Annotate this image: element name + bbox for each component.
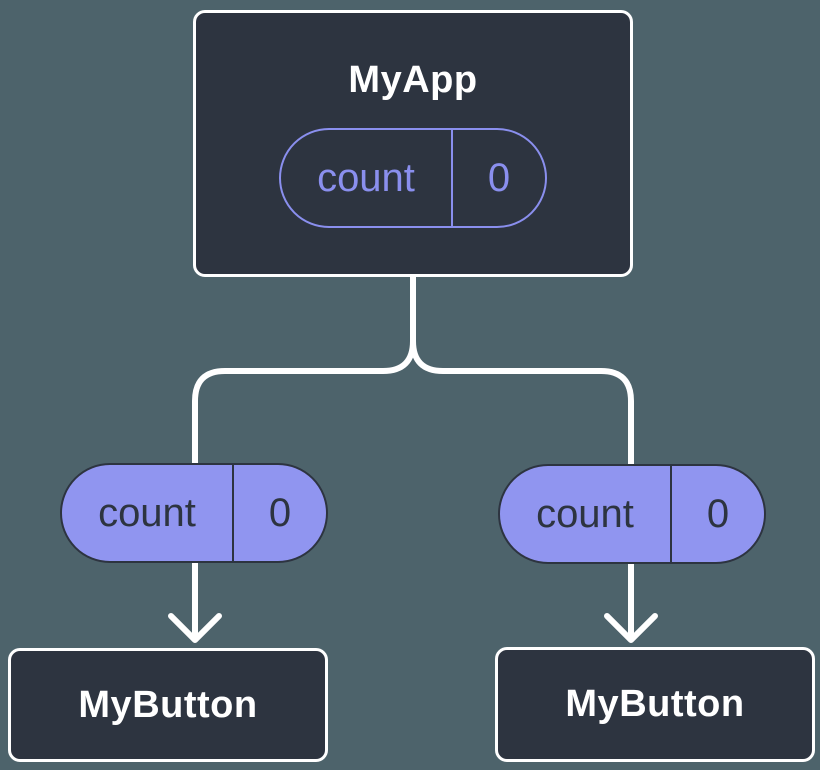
- prop-name: count: [500, 466, 672, 562]
- connector-right-branch: [410, 274, 634, 642]
- prop-value: 0: [268, 490, 292, 535]
- child-component-node-right: MyButton: [495, 647, 815, 762]
- child-component-label: MyButton: [78, 683, 258, 726]
- root-component-label: MyApp: [348, 59, 478, 101]
- arrowhead-left-icon: [168, 613, 222, 643]
- child-component-label: MyButton: [565, 683, 745, 725]
- prop-pill-right: count 0: [498, 464, 766, 564]
- arrowhead-right-icon: [604, 613, 658, 643]
- prop-pill-left: count 0: [60, 463, 328, 563]
- prop-value: 0: [706, 491, 730, 536]
- root-component-node: MyApp count 0: [193, 10, 633, 277]
- connector-left-branch: [192, 274, 416, 642]
- state-pill: count 0: [279, 128, 547, 228]
- child-component-node-left: MyButton: [8, 648, 328, 762]
- state-name: count: [281, 130, 453, 226]
- state-value: 0: [487, 155, 511, 200]
- prop-name: count: [62, 465, 234, 561]
